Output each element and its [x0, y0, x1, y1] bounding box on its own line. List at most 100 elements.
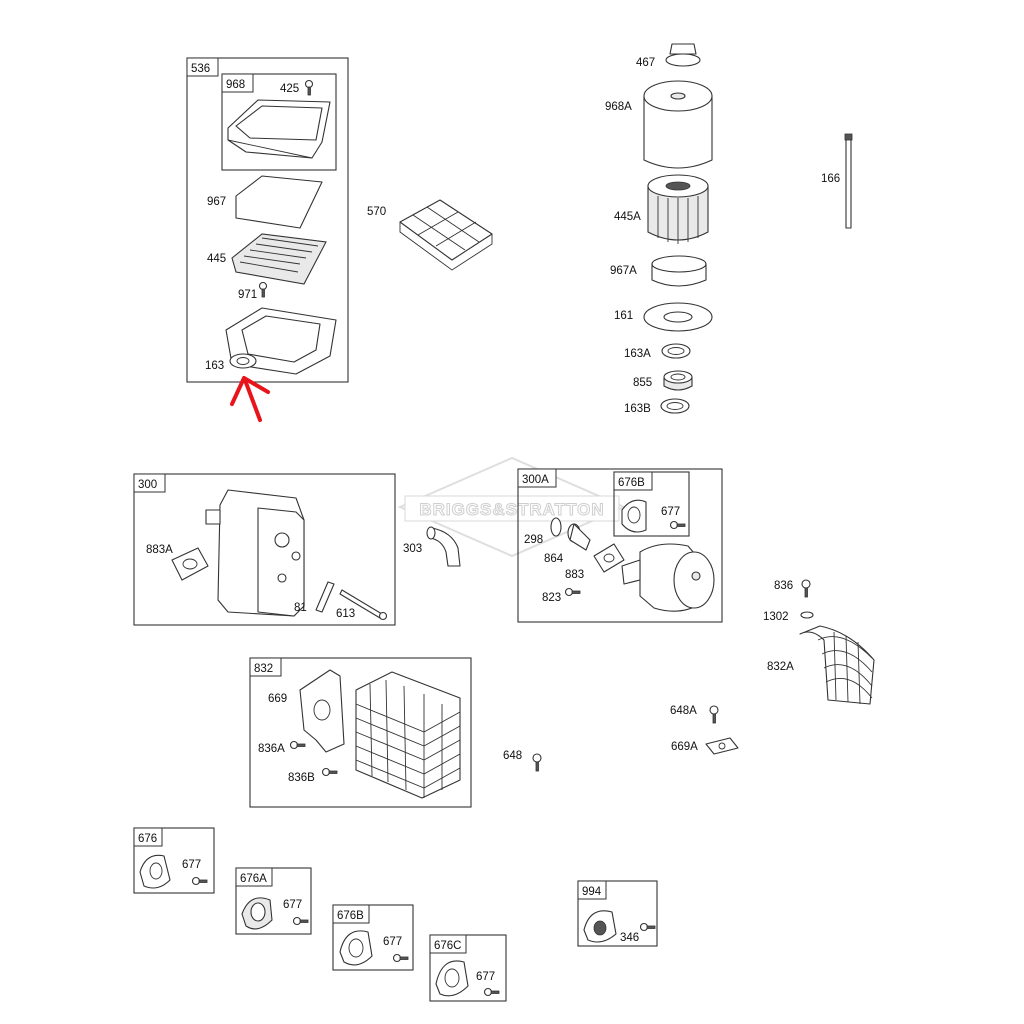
guard-676B-part: [339, 930, 373, 966]
box-label-968: 968: [226, 79, 245, 91]
label-677-d: 677: [476, 971, 495, 983]
box-label-536: 536: [191, 63, 210, 75]
label-613: 613: [336, 608, 355, 620]
washer-1302-icon: [800, 611, 814, 619]
box-label-300: 300: [138, 479, 157, 491]
label-836B: 836B: [288, 772, 315, 784]
assembly-300A: 300A 676B 677 298 864 883 823: [517, 468, 723, 623]
screen-570-part: [399, 199, 493, 271]
label-648: 648: [503, 750, 522, 762]
watermark-text: BRIGGS&STRATTON: [419, 500, 604, 519]
filter-445A-part: [647, 174, 709, 244]
screw-346-icon: [639, 922, 656, 932]
plate-161-part: [643, 302, 713, 332]
label-445: 445: [207, 253, 226, 265]
label-570: 570: [367, 206, 386, 218]
knob-467-part: [665, 43, 701, 67]
elbow-303-part: [426, 526, 461, 567]
air-cleaner-cover-part: [227, 99, 331, 159]
label-81: 81: [294, 602, 307, 614]
box-label-300A: 300A: [522, 474, 549, 486]
red-pointer-arrow-icon: [230, 376, 270, 422]
precleaner-967A-part: [651, 255, 707, 287]
gasket-298-part: [550, 517, 562, 537]
spark-arrester-994-part: [583, 910, 617, 943]
label-163A: 163A: [624, 348, 651, 360]
label-303: 303: [403, 543, 422, 555]
label-823: 823: [542, 592, 561, 604]
screw-425-icon: [304, 79, 314, 96]
adapter-855-part: [663, 370, 693, 391]
bracket-669-part: [299, 669, 345, 753]
guard-676-part: [139, 854, 171, 889]
label-467: 467: [636, 57, 655, 69]
assembly-832: 832 669 836A 836B: [249, 657, 472, 808]
guard-676C-part: [435, 960, 469, 997]
screw-836B-icon: [321, 767, 338, 777]
label-677-c: 677: [383, 936, 402, 948]
muffler-300-part: [205, 489, 305, 617]
screw-677-top-icon: [669, 520, 686, 530]
assembly-676C: 676C 677: [429, 934, 507, 1002]
assembly-994: 994 346: [577, 880, 658, 947]
label-971: 971: [238, 289, 257, 301]
label-883A: 883A: [146, 544, 173, 556]
screw-613-part: [339, 589, 388, 621]
screw-823-icon: [564, 587, 581, 597]
assembly-676: 676 677: [133, 827, 215, 894]
label-967A: 967A: [610, 265, 637, 277]
gasket-163B-part: [660, 398, 690, 414]
label-298: 298: [524, 534, 543, 546]
assembly-300: 300 883A 81 613: [133, 473, 396, 626]
flange-864-part: [567, 523, 591, 551]
box-label-676: 676: [138, 833, 157, 845]
label-161: 161: [614, 310, 633, 322]
screw-677-b-icon: [292, 916, 309, 926]
label-836: 836: [774, 580, 793, 592]
box-label-676B-top: 676B: [618, 477, 645, 489]
label-425: 425: [280, 83, 299, 95]
gasket-163A-part: [661, 343, 691, 359]
cover-968A-part: [643, 80, 713, 169]
screw-971-icon: [258, 281, 268, 298]
gasket-883A-part: [171, 547, 209, 581]
guard-676B-top-part: [621, 499, 647, 533]
label-968A: 968A: [605, 101, 632, 113]
guard-832-part: [355, 671, 461, 799]
label-346: 346: [620, 932, 639, 944]
assembly-536: 536 968 425 967 445 971: [186, 57, 349, 383]
label-832A: 832A: [767, 661, 794, 673]
stud-166-part: [844, 133, 853, 229]
briggs-stratton-watermark: BRIGGS&STRATTON: [397, 456, 627, 558]
label-163B: 163B: [624, 403, 651, 415]
label-1302: 1302: [763, 611, 789, 623]
label-883: 883: [565, 569, 584, 581]
gasket-163-part: [229, 353, 257, 369]
label-967: 967: [207, 196, 226, 208]
label-445A: 445A: [614, 211, 641, 223]
box-label-994: 994: [582, 886, 602, 898]
screw-677-c-icon: [392, 953, 409, 963]
label-163: 163: [205, 360, 224, 372]
guard-676A-part: [241, 897, 273, 930]
screw-648-icon: [532, 753, 542, 772]
muffler-300A-part: [621, 543, 715, 612]
label-677-top: 677: [661, 506, 680, 518]
lock-81-part: [315, 581, 335, 613]
assembly-676B: 676B 677: [332, 904, 414, 971]
plate-669A-part: [705, 737, 739, 755]
label-669: 669: [268, 693, 287, 705]
guard-832A-part: [799, 625, 875, 705]
pre-cleaner-part: [235, 175, 323, 229]
label-836A: 836A: [258, 743, 285, 755]
box-label-832: 832: [254, 663, 273, 675]
screw-648A-icon: [709, 705, 719, 724]
label-669A: 669A: [671, 741, 698, 753]
assembly-676A: 676A 677: [235, 867, 312, 935]
label-677-b: 677: [283, 899, 302, 911]
screw-677-d-icon: [483, 987, 500, 997]
box-label-676B: 676B: [337, 910, 364, 922]
label-855: 855: [633, 377, 652, 389]
box-label-676C: 676C: [434, 940, 462, 952]
